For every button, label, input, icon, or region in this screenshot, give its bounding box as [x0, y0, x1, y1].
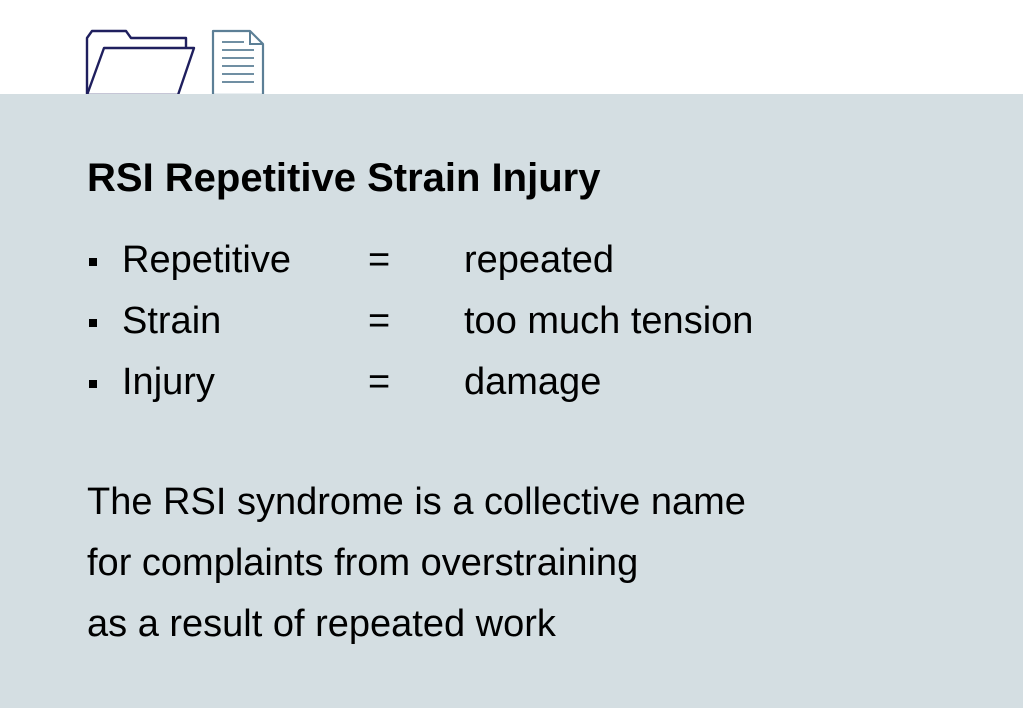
description-line: for complaints from overstraining: [87, 542, 639, 584]
header-band: [0, 0, 1023, 97]
definition-term: Repetitive: [122, 239, 291, 281]
equals-sign: =: [368, 361, 391, 403]
bullet-icon: [89, 258, 97, 266]
content-panel: [0, 94, 1023, 708]
definition-term: Injury: [122, 361, 215, 403]
equals-sign: =: [368, 239, 391, 281]
description-line: The RSI syndrome is a collective name: [87, 481, 746, 523]
bullet-icon: [89, 319, 97, 327]
slide-title: RSI Repetitive Strain Injury: [87, 156, 601, 200]
bullet-icon: [89, 380, 97, 388]
definition-term: Strain: [122, 300, 222, 342]
folder-icon: [85, 29, 196, 97]
equals-sign: =: [368, 300, 391, 342]
description-paragraph: The RSI syndrome is a collective name fo…: [87, 472, 746, 655]
definition-meaning: damage: [464, 361, 602, 403]
description-line: as a result of repeated work: [87, 603, 556, 645]
definition-meaning: repeated: [464, 239, 615, 281]
definition-meaning: too much tension: [464, 300, 754, 342]
document-icon: [211, 29, 265, 97]
